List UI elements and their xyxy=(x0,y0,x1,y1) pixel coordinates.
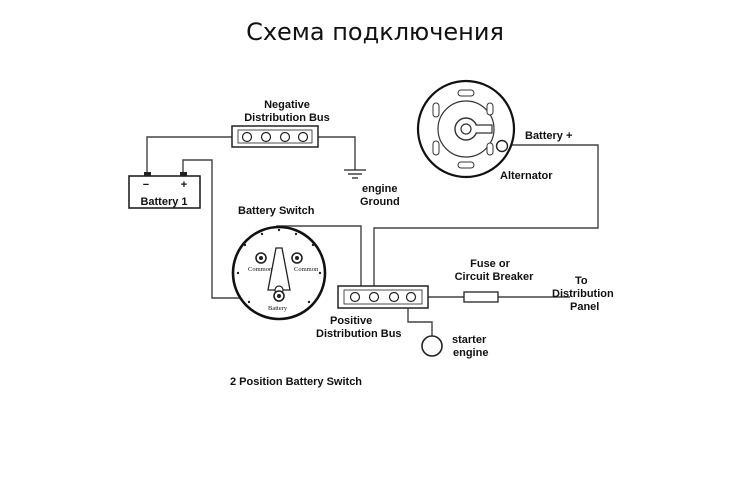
switch-battery-label: Battery xyxy=(268,305,288,312)
negative-distribution-bus xyxy=(231,125,319,148)
positive-bus-label-line2: Distribution Bus xyxy=(316,328,402,340)
distribution-panel-label-line1: To xyxy=(575,275,588,287)
negative-bus-label-line2: Distribution Bus xyxy=(244,112,330,124)
battery-label: Battery 1 xyxy=(140,196,187,208)
battery-switch-label: Battery Switch xyxy=(238,205,315,217)
starter-label-line1: starter xyxy=(452,334,487,346)
fuse-label-line1: Fuse or xyxy=(470,258,510,270)
pos-bus-terminal xyxy=(368,291,380,303)
battery-plus-sign: + xyxy=(181,179,187,191)
positive-distribution-bus xyxy=(337,285,429,309)
neg-bus-terminal xyxy=(260,131,272,143)
page-title: Схема подключения xyxy=(246,18,504,46)
wire-to-starter xyxy=(407,305,433,336)
neg-bus-terminal xyxy=(279,131,291,143)
pos-bus-terminal xyxy=(405,291,417,303)
wire-battery-positive xyxy=(182,159,268,299)
ground-icon xyxy=(344,169,366,179)
battery-minus-sign: − xyxy=(143,179,149,191)
neg-bus-terminal xyxy=(297,131,309,143)
engine-ground-label-line1: engine xyxy=(362,183,397,195)
switch-common-right-label: Common xyxy=(294,266,319,273)
negative-bus-label-line1: Negative xyxy=(264,99,310,111)
wire-engine-ground xyxy=(318,136,356,170)
fuse xyxy=(463,291,499,303)
distribution-panel-label-line3: Panel xyxy=(570,301,599,313)
fuse-label-line2: Circuit Breaker xyxy=(455,271,535,283)
wire-battery-negative xyxy=(146,136,232,176)
neg-bus-terminal xyxy=(241,131,253,143)
battery-switch xyxy=(231,225,327,321)
pos-bus-terminal xyxy=(349,291,361,303)
wire-alternator xyxy=(373,144,599,298)
engine-ground-label-line2: Ground xyxy=(360,196,400,208)
alternator-terminal-label: Battery + xyxy=(525,130,572,142)
alternator xyxy=(416,79,516,179)
alternator-output-terminal xyxy=(495,139,509,153)
distribution-panel-label-line2: Distribution xyxy=(552,288,614,300)
battery xyxy=(128,172,201,209)
switch-common-left-label: Common xyxy=(248,266,273,273)
starter-label-line2: engine xyxy=(453,347,488,359)
alternator-label: Alternator xyxy=(500,170,553,182)
positive-bus-label-line1: Positive xyxy=(330,315,372,327)
pos-bus-terminal xyxy=(388,291,400,303)
diagram-caption: 2 Position Battery Switch xyxy=(230,376,362,388)
starter-motor xyxy=(421,335,443,357)
